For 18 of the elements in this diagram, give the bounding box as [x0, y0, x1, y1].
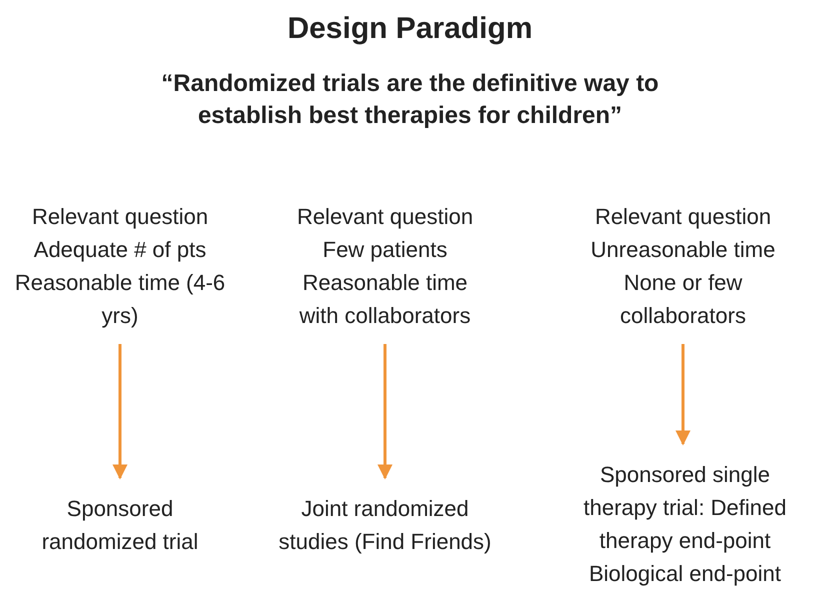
node-text: Joint randomized studies (Find Friends) — [278, 495, 492, 556]
title: Design Paradigm — [286, 12, 534, 46]
node-text: Relevant question — [594, 203, 772, 231]
node-text: Unreasonable time — [590, 236, 776, 264]
node-text: Biological end-point — [588, 560, 782, 588]
node-text: Few patients — [322, 236, 448, 264]
node-text: None or few collaborators — [619, 269, 747, 330]
node-text: Adequate # of pts — [32, 236, 208, 264]
arrow — [378, 344, 392, 480]
node-text: Sponsored randomized trial — [40, 495, 200, 556]
node-text: Relevant question — [30, 203, 210, 231]
arrow — [676, 344, 690, 446]
node-text: Sponsored single therapy trial: Defined therapy end-point — [582, 461, 788, 555]
node-text: Relevant question — [296, 203, 474, 231]
quote-text: “Randomized trials are the definitive way to establish best therapies for children” — [160, 69, 660, 131]
node-text: Reasonable time with collaborators — [298, 269, 472, 330]
node-text: Reasonable time (4-6 yrs) — [14, 269, 226, 330]
arrow — [112, 344, 128, 480]
